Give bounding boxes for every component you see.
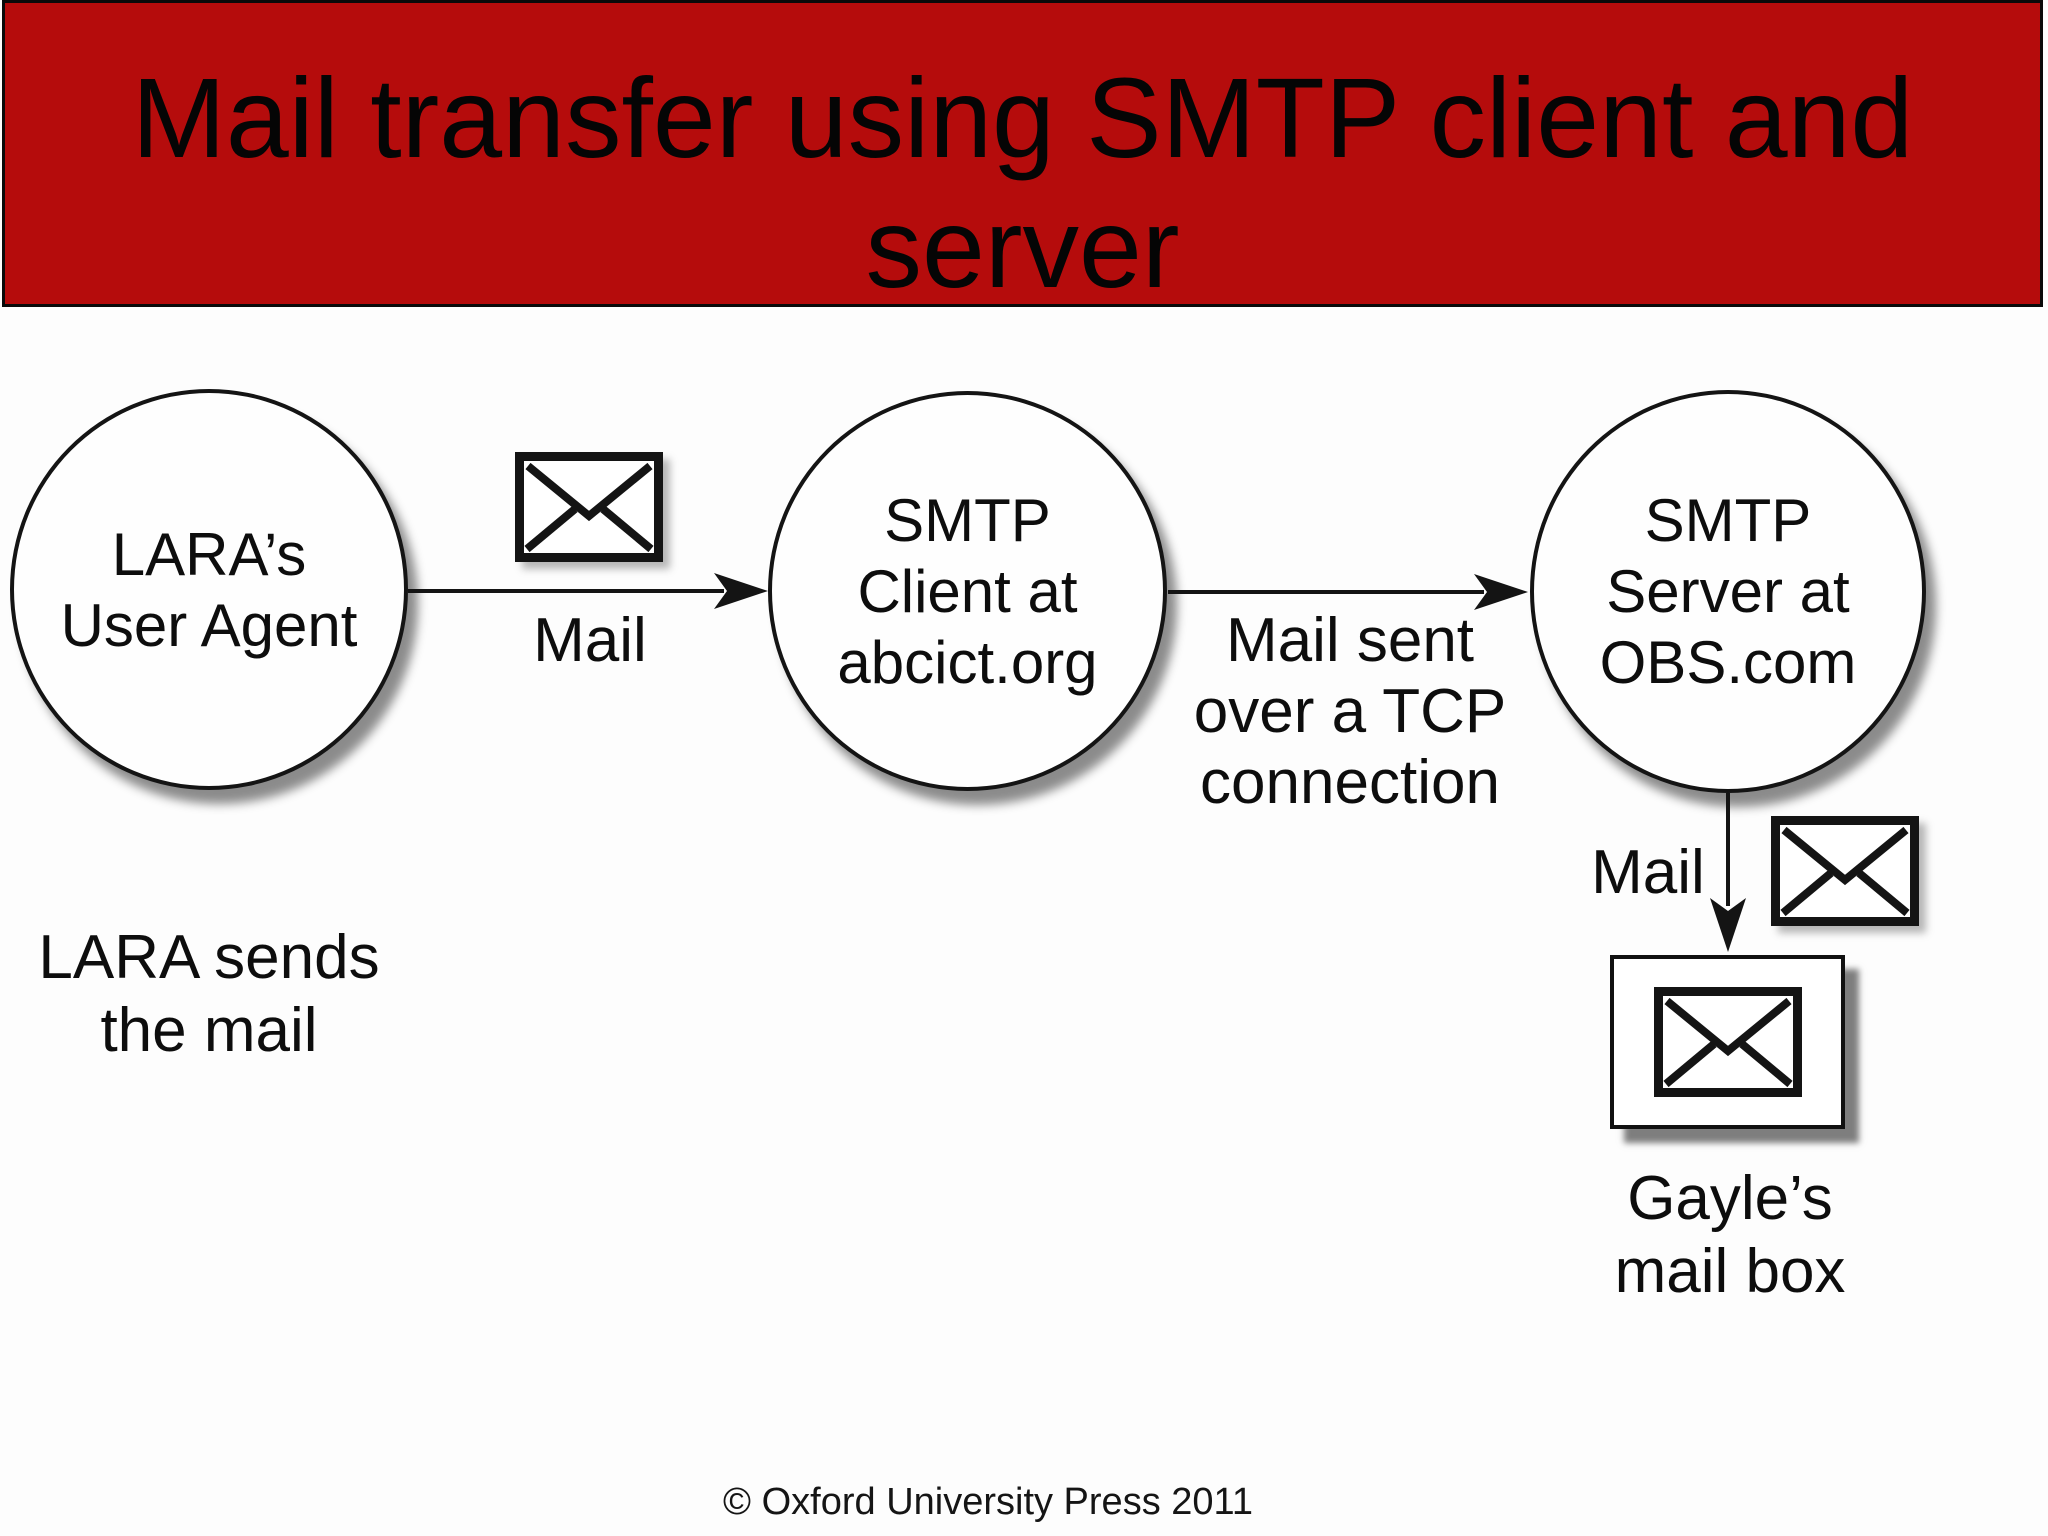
arrowhead-icon xyxy=(1710,898,1746,952)
arrow-user-agent-to-client xyxy=(408,573,768,609)
node-text-line: User Agent xyxy=(60,591,358,659)
mailbox-box xyxy=(1610,955,1845,1129)
envelope-icon xyxy=(1771,816,1919,926)
node-text-line: SMTP xyxy=(884,486,1051,554)
node-text-line: LARA’s xyxy=(111,520,307,588)
caption-lara-sends-mail: LARA sends the mail xyxy=(38,921,379,1067)
node-text-line: Server at xyxy=(1606,558,1850,625)
arrow-server-to-mailbox xyxy=(1710,793,1746,952)
title-banner: Mail transfer using SMTP client and serv… xyxy=(2,0,2043,311)
node-smtp-client: SMTP Client at abcict.org xyxy=(768,391,1167,791)
node-text-line: SMTP xyxy=(1644,487,1812,554)
copyright-text: © Oxford University Press 2011 xyxy=(723,1481,1253,1523)
edge-label-mail-2: Mail xyxy=(1591,838,1705,907)
node-lara-user-agent-label: LARA’s User Agent xyxy=(61,519,358,661)
edge-label-line: connection xyxy=(1200,748,1500,817)
node-text-line: abcict.org xyxy=(837,628,1098,696)
node-text-line: Client at xyxy=(857,557,1078,625)
slide-title-line-1: Mail transfer using SMTP client and xyxy=(131,55,1914,181)
edge-label-tcp-connection: Mail sent over a TCP connection xyxy=(1194,605,1506,818)
node-smtp-server: SMTP Server at OBS.com xyxy=(1530,390,1926,793)
node-text-line: OBS.com xyxy=(1599,629,1857,696)
caption-line: the mail xyxy=(100,996,318,1065)
envelope-icon xyxy=(1653,987,1802,1097)
arrowhead-icon xyxy=(714,573,768,609)
edge-label-line: over a TCP xyxy=(1193,677,1507,746)
envelope-icon xyxy=(515,452,663,562)
caption-line: Gayle’s xyxy=(1627,1164,1833,1233)
caption-gayles-mailbox: Gayle’s mail box xyxy=(1615,1162,1846,1308)
edge-label-line: Mail sent xyxy=(1225,606,1475,675)
node-smtp-server-label: SMTP Server at OBS.com xyxy=(1600,485,1857,698)
node-lara-user-agent: LARA’s User Agent xyxy=(10,389,408,790)
edge-label-mail-1: Mail xyxy=(533,606,647,675)
caption-line: mail box xyxy=(1614,1237,1846,1306)
caption-line: LARA sends xyxy=(38,923,380,992)
slide-title-line-2: server xyxy=(865,185,1180,311)
node-smtp-client-label: SMTP Client at abcict.org xyxy=(837,485,1097,698)
